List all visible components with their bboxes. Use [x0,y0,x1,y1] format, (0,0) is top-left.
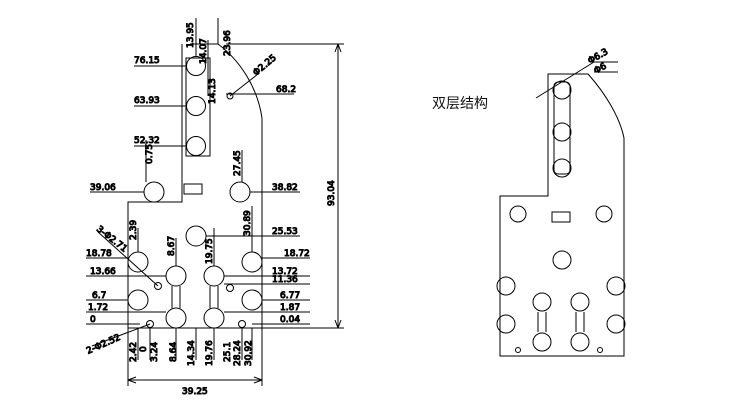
dim-8-67: 8.67 [167,236,177,256]
leader [91,323,151,347]
dim-25-53: 25.53 [272,227,298,237]
right-hole-row-l1 [496,276,516,296]
right-hole-row-l4 [532,332,552,352]
dim-68-2: 68.2 [276,85,296,95]
dim-bottom-19-76: 19.76 [205,340,215,366]
dim-76-15: 76.15 [134,56,160,66]
right-top-slot [553,81,571,175]
hole-6-7 [127,289,149,311]
hole-phi-small-3 [146,320,154,328]
hole-small [226,92,234,100]
hole-39-06 [143,181,165,203]
right-leader [535,61,595,99]
dim-18-78: 18.78 [86,249,112,259]
dim-13-95: 13.95 [186,22,196,48]
right-small-hole [597,347,603,353]
dim-39-06: 39.06 [90,183,116,193]
right-hole-mid [552,250,572,270]
dim-bottom-3-24: 3.24 [150,342,160,362]
dim-18-72: 18.72 [284,249,310,259]
right-board-outline [499,73,625,357]
hole-6-77 [241,289,263,311]
right-hole-row-r2 [570,292,590,312]
hole-38-82 [229,181,251,203]
right-center-slot [551,211,571,223]
hole-phi-small-4 [238,320,246,328]
right-hole-2 [552,122,572,142]
dim-0-04: 0.04 [280,315,300,325]
right-hole-right [595,205,613,223]
hole-phi-small-2 [226,284,234,292]
right-hole-row-r3 [606,314,626,334]
right-layer-drawing: 双层结构 Φ6.3 Φ6 [432,47,626,357]
dim-0: 0 [90,315,96,325]
top-slot [185,57,211,157]
hole-18-72 [241,251,263,273]
dim-2-39: 2.39 [129,220,139,240]
arrow [127,376,263,384]
dim-6-77: 6.77 [280,291,300,301]
hole-63-93 [186,96,206,116]
dim-bottom-0: 0 [139,346,149,352]
dim-13-72: 13.72 [272,267,298,277]
leader [97,231,159,287]
leader [229,73,259,97]
hole-52-32 [186,136,206,156]
dim-14-13: 14.13 [208,78,218,104]
dim-bottom-25-1: 25.1 [223,342,233,362]
dim-bottom-30-92: 30.92 [244,340,254,366]
dim-bottom-14-34: 14.34 [187,340,197,366]
hole-phi-small-1 [154,282,162,290]
dim-bottom-28-24: 28.24 [233,340,243,366]
right-small-hole [515,347,521,353]
dim-11-36: 11.36 [272,275,298,285]
hole-13-72 [203,265,225,287]
right-title: 双层结构 [432,96,488,112]
dim-23-96: 23.96 [223,30,233,56]
center-slot-mark [183,183,203,195]
dim-63-93: 63.93 [134,96,160,106]
dim-13-66: 13.66 [90,267,116,277]
dim-30-89: 30.89 [243,210,253,236]
dim-27-45: 27.45 [233,150,243,176]
dim-bottom-8-64: 8.64 [169,342,179,362]
dim-2-phi: 2-Φ2.52 [85,333,122,357]
right-hole-3 [552,158,572,178]
dim-6-7: 6.7 [92,291,106,301]
dim-1-72: 1.72 [88,303,108,313]
hole-13-66 [165,265,187,287]
right-hole-row-r1 [606,276,626,296]
dim-38-82: 38.82 [272,183,298,193]
right-hole-row-l3 [496,314,516,334]
dim-14-07: 14.07 [199,38,209,64]
arrow [334,43,342,329]
right-hole-row-r4 [570,332,590,352]
dim-1-87: 1.87 [280,303,300,313]
hole-bottom-left [165,307,187,329]
right-hole-row-l2 [532,292,552,312]
dim-52-32: 52.32 [134,136,160,146]
dim-19-75: 19.75 [205,238,215,264]
hole-76-15 [186,56,206,76]
hole-bottom-right [203,307,225,329]
dim-39-25: 39.25 [182,387,208,397]
dim-93-04: 93.04 [327,180,337,206]
right-hole-left [509,205,527,223]
left-dimension-drawing: 13.95 14.07 23.96 14.13 Φ2.25 68.2 76.15… [85,18,344,398]
dim-phi-2-25: Φ2.25 [252,53,279,78]
dim-bottom-2-42: 2.42 [129,342,139,362]
right-hole-1 [552,80,572,100]
hole-25-53 [185,225,207,247]
dim-0-75: 0.75 [145,144,155,164]
